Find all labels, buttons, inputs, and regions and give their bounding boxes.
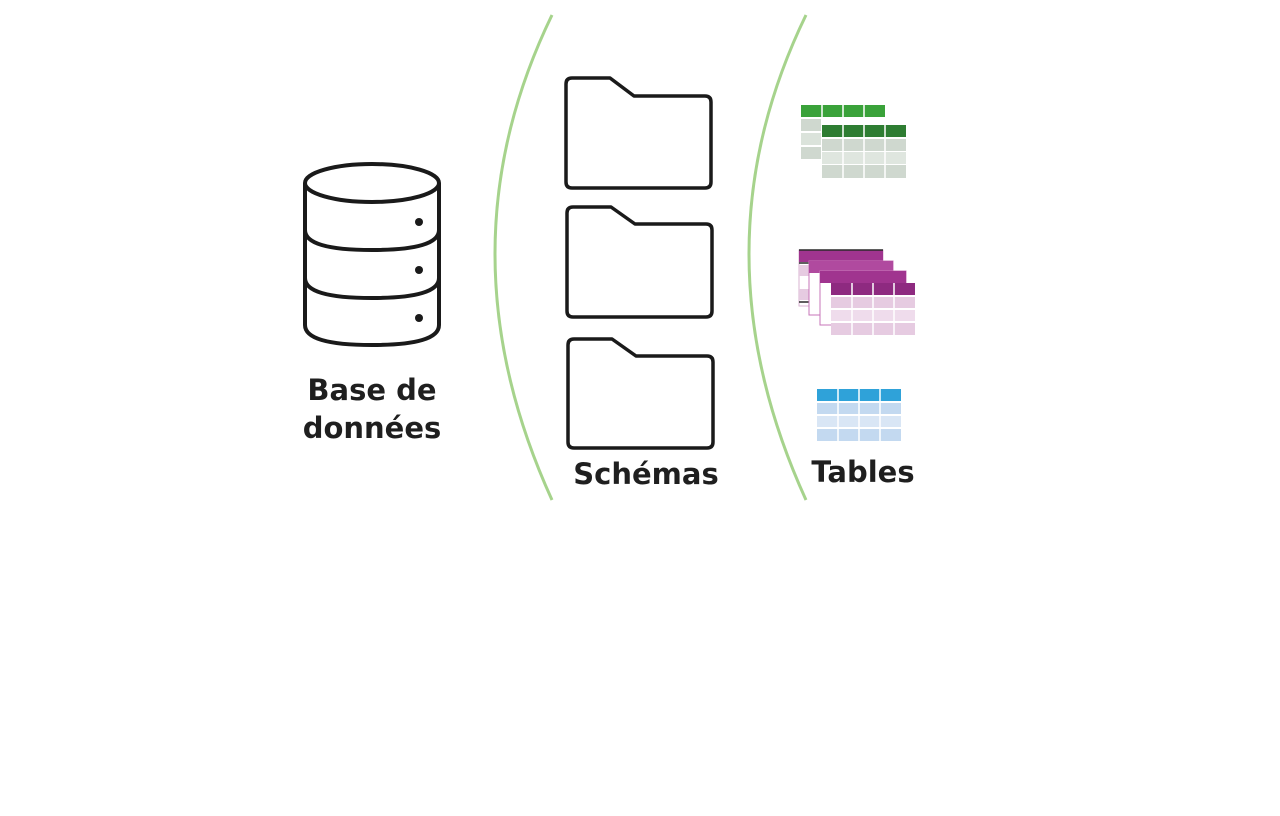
folder-icon (564, 76, 713, 190)
left-separator-curve (493, 14, 554, 501)
folder-icon (565, 205, 714, 319)
database-icon (303, 162, 441, 348)
green-table-front (822, 125, 906, 179)
schemas-label: Schémas (573, 457, 718, 491)
right-separator-curve (747, 14, 808, 501)
database-label-line1: Base de (307, 373, 436, 407)
purple-tables-icon (798, 249, 915, 335)
purple-table-4 (831, 283, 915, 335)
green-tables-icon (801, 105, 906, 179)
tables-label: Tables (811, 455, 914, 489)
folder-icon (566, 337, 715, 450)
database-label-line2: données (303, 411, 442, 445)
green-table-back (801, 105, 885, 159)
blue-table-icon (817, 389, 901, 441)
